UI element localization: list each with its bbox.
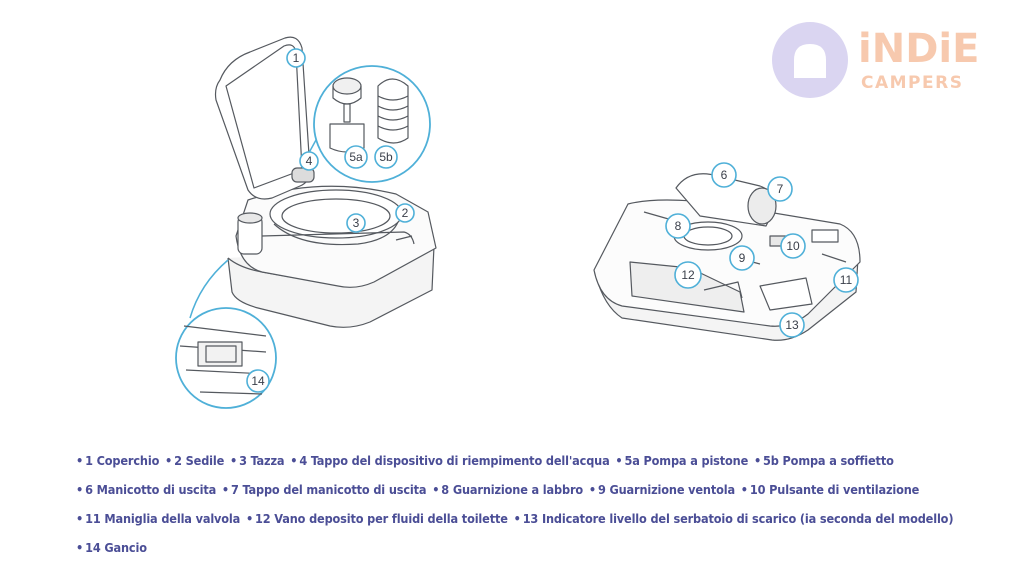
callout-4-label: 4 [306, 154, 313, 168]
legend-line: •1 Coperchio •2 Sedile •3 Tazza •4 Tappo… [74, 449, 1004, 478]
legend-item-1: 1 Coperchio [85, 453, 160, 468]
callout-6-label: 6 [721, 168, 728, 182]
callout-10 [780, 233, 806, 259]
legend-item-6: 6 Manicotto di uscita [85, 482, 217, 497]
callout-9 [729, 245, 755, 271]
callout-2 [395, 203, 415, 223]
bullet: • [76, 511, 84, 526]
legend-item-14: 14 Gancio [85, 540, 147, 555]
callout-11-label: 11 [840, 273, 853, 287]
bullet: • [76, 540, 84, 555]
bullet: • [740, 482, 748, 497]
bullet: • [165, 453, 173, 468]
parts-legend: •1 Coperchio •2 Sedile •3 Tazza •4 Tappo… [74, 449, 1004, 565]
waste-tank [593, 173, 861, 341]
bullet: • [513, 511, 521, 526]
toilet-diagram: 1 2 3 4 5a 5b 14 6 7 8 9 10 11 12 13 [175, 36, 861, 409]
legend-item-10: 10 Pulsante di ventilazione [749, 482, 920, 497]
callout-3-label: 3 [353, 216, 360, 230]
legend-line: •14 Gancio [74, 536, 1004, 565]
legend-item-11: 11 Maniglia della valvola [85, 511, 241, 526]
legend-item-5a: 5a Pompa a pistone [624, 453, 749, 468]
legend-item-4: 4 Tappo del dispositivo di riempimento d… [299, 453, 610, 468]
bullet: • [229, 453, 238, 468]
bullet: • [753, 453, 762, 468]
callout-13-label: 13 [785, 318, 799, 332]
callout-4 [299, 151, 319, 171]
callout-5b-label: 5b [379, 150, 393, 164]
callout-5b [374, 145, 398, 169]
callout-2-label: 2 [402, 206, 409, 220]
callout-14-label: 14 [251, 374, 265, 388]
callout-5a-label: 5a [349, 150, 363, 164]
callout-6 [711, 162, 737, 188]
legend-item-2: 2 Sedile [174, 453, 225, 468]
callout-8 [665, 213, 691, 239]
legend-item-13: 13 Indicatore livello del serbatoio di s… [522, 511, 954, 526]
legend-item-12: 12 Vano deposito per fluidi della toilet… [255, 511, 508, 526]
bullet: • [221, 482, 230, 497]
callout-8-label: 8 [675, 219, 682, 233]
logo-wordmark: iNDiE [858, 26, 979, 72]
bullet: • [588, 482, 596, 497]
callout-1-label: 1 [293, 51, 300, 65]
callout-14 [246, 369, 270, 393]
logo-subtitle: CAMPERS [861, 73, 963, 93]
indie-campers-logo: iNDiE CAMPERS [772, 22, 979, 98]
legend-item-8: 8 Guarnizione a labbro [441, 482, 584, 497]
bullet: • [432, 482, 440, 497]
bullet: • [615, 453, 623, 468]
callout-5a [344, 145, 368, 169]
callout-12-label: 12 [681, 268, 695, 282]
bullet: • [76, 453, 84, 468]
legend-item-5b: 5b Pompa a soffietto [763, 453, 894, 468]
callout-12 [674, 261, 702, 289]
legend-item-9: 9 Guarnizione ventola [597, 482, 735, 497]
bullet: • [290, 453, 298, 468]
callout-1 [286, 48, 306, 68]
legend-item-3: 3 Tazza [239, 453, 285, 468]
bullet: • [245, 511, 254, 526]
toilet-top-unit [214, 36, 437, 328]
legend-line: •11 Maniglia della valvola •12 Vano depo… [74, 507, 1004, 536]
callout-10-label: 10 [786, 239, 800, 253]
legend-item-7: 7 Tappo del manicotto di uscita [231, 482, 427, 497]
callout-11 [833, 267, 859, 293]
callout-9-label: 9 [739, 251, 746, 265]
callout-3 [346, 213, 366, 233]
callout-7-label: 7 [777, 182, 784, 196]
callout-13 [779, 312, 805, 338]
legend-line: •6 Manicotto di uscita •7 Tappo del mani… [74, 478, 1004, 507]
callout-7 [767, 176, 793, 202]
bullet: • [76, 482, 84, 497]
pump-inset [304, 65, 431, 183]
